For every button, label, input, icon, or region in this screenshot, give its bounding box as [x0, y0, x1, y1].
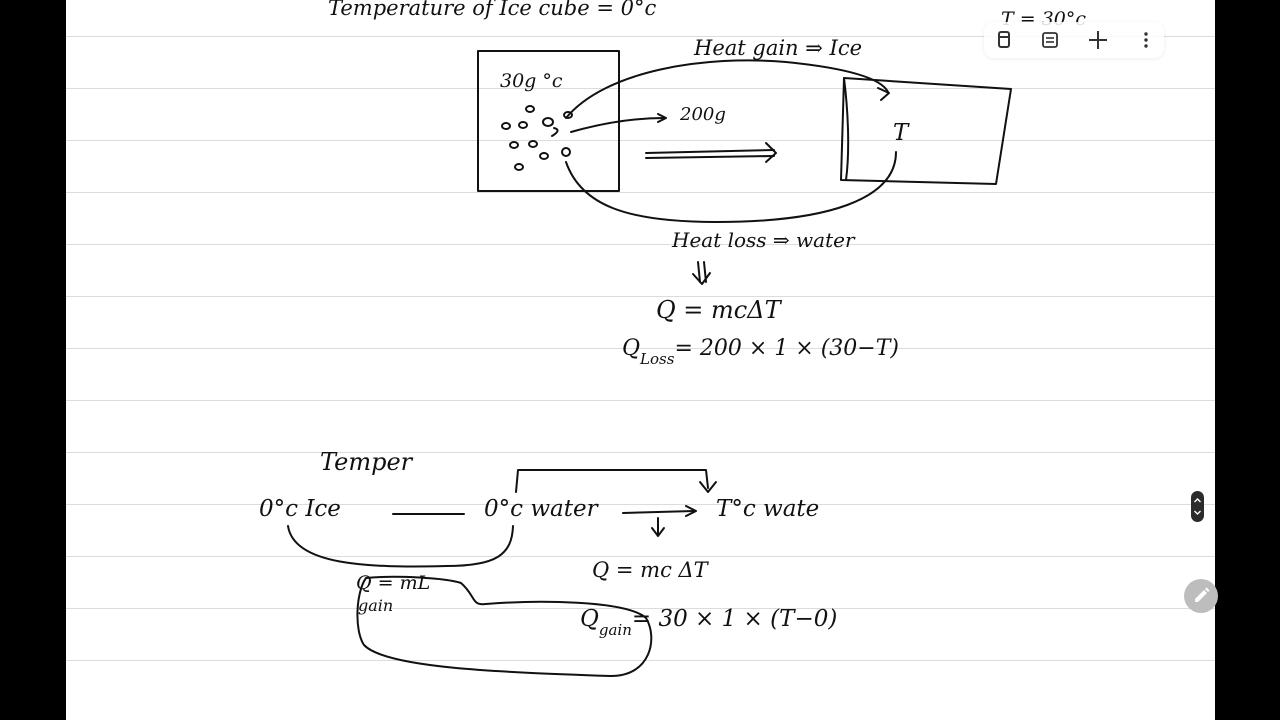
heat-loss-arc: [565, 151, 897, 223]
water-container-inner: [843, 77, 850, 181]
equation-q-loss: QLoss= 200 × 1 × (30−T): [622, 336, 899, 367]
equation-q-mc-delta-t: Q = mcΔT: [656, 296, 781, 324]
list-icon[interactable]: [1036, 26, 1064, 54]
equation-q-gain: Qgain= 30 × 1 × (T−0): [580, 606, 838, 638]
eraser-icon[interactable]: [990, 26, 1018, 54]
heat-gain-arrowhead: [877, 87, 890, 101]
ice-bubbles: [501, 105, 573, 171]
equation-q-ml: Q = mL: [356, 572, 431, 594]
transfer-arrow-a: [645, 149, 775, 154]
q-loss-rhs: = 200 × 1 × (30−T): [674, 336, 899, 361]
heat-gain-label: Heat gain ⇒ Ice: [694, 36, 863, 60]
q-gain-symbol: Q: [580, 606, 599, 632]
eraser-icon-svg: [998, 31, 1010, 48]
temper-word: Temper: [320, 448, 413, 476]
implies-arrow-a: [697, 261, 701, 283]
plus-icon-svg: [1089, 31, 1107, 49]
heat-loss-label: Heat loss ⇒ water: [672, 228, 855, 252]
upper-bracket-head: [699, 481, 717, 493]
equation-q-mc-delta-t-2: Q = mc ΔT: [592, 558, 708, 582]
ice-box-label: 30g °c: [500, 70, 563, 92]
implies-arrow-head: [692, 272, 711, 285]
heat-gain-arc: [565, 59, 889, 119]
water-container: [840, 77, 1012, 185]
plus-icon[interactable]: [1084, 26, 1112, 54]
scroll-handle-svg: [1194, 498, 1201, 515]
upper-bracket: [515, 469, 709, 493]
pencil-icon-svg: [1195, 587, 1210, 602]
q-loss-symbol: Q: [622, 336, 641, 361]
more-icon[interactable]: [1132, 26, 1160, 54]
lower-bracket: [287, 525, 514, 568]
equation-q-ml-subscript: gain: [358, 596, 394, 615]
small-down-arrow-head: [651, 527, 665, 537]
ink-strokes-svg: [287, 50, 1012, 677]
gain-loop: [356, 575, 653, 677]
ink-drawings: [66, 0, 1215, 720]
notebook-page[interactable]: Temperature of Ice cube = 0°c T = 30°c H…: [66, 0, 1215, 720]
q-loss-subscript: Loss: [640, 350, 675, 368]
list-icon-svg: [1042, 32, 1058, 48]
arrow-to-mass-head: [657, 113, 667, 123]
q-gain-subscript: gain: [598, 621, 632, 639]
chain-final-label: T°c wate: [716, 496, 820, 522]
q-gain-rhs: = 30 × 1 × (T−0): [631, 606, 838, 632]
title-line: Temperature of Ice cube = 0°c: [328, 0, 657, 20]
arrow-to-mass: [570, 117, 665, 133]
transfer-arrow-head: [765, 142, 777, 163]
scroll-handle-icon[interactable]: [1191, 491, 1204, 522]
transfer-arrow-b: [645, 155, 775, 159]
water-temp-var: T: [893, 120, 909, 146]
water-mass-label: 200g: [680, 104, 726, 125]
chain-ice-label: 0°c Ice: [259, 496, 341, 522]
chain-arrow: [622, 510, 695, 514]
pencil-icon[interactable]: [1184, 579, 1218, 613]
floating-toolbar: [984, 22, 1164, 58]
chain-water-label: 0°c water: [484, 496, 598, 522]
more-icon-svg: [1144, 32, 1148, 48]
chain-arrow-head: [685, 505, 697, 517]
